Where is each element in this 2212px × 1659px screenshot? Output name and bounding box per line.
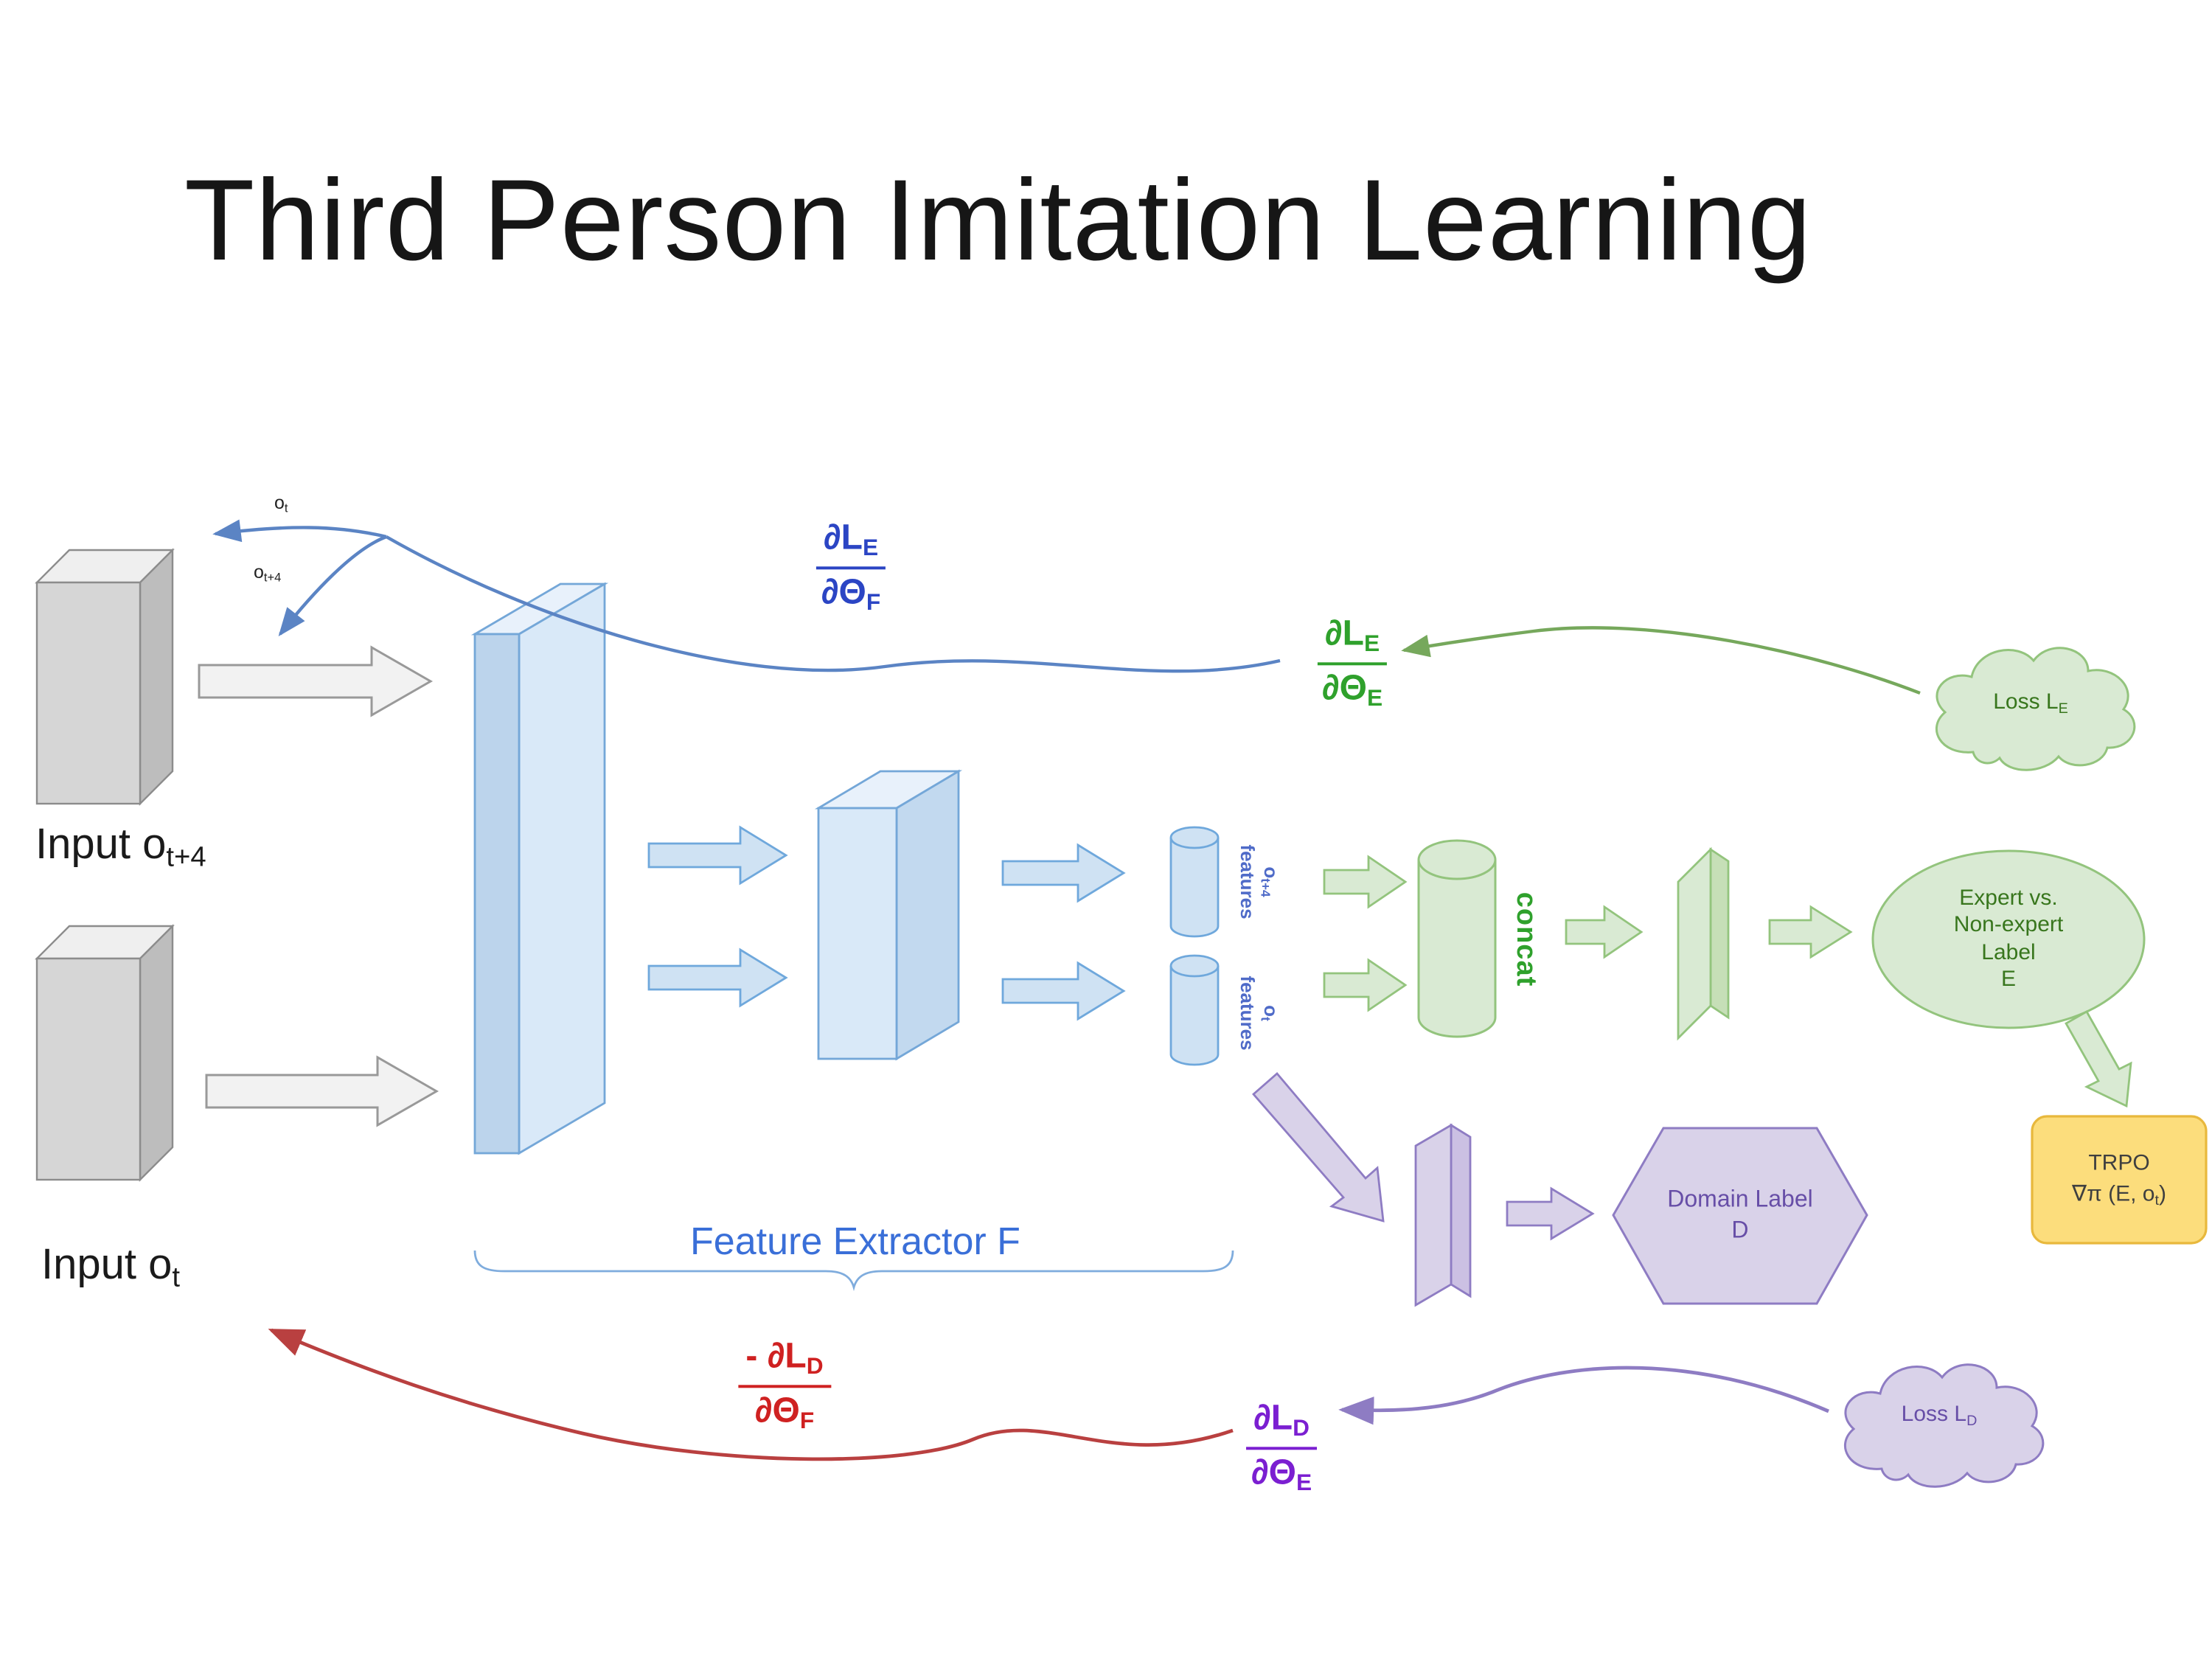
frac-red-num: - ∂LD	[738, 1337, 831, 1388]
features-bottom-label: ot features	[1235, 975, 1283, 1051]
frac-red-den: ∂ΘF	[754, 1391, 815, 1434]
purple-bent-arrow	[1252, 1072, 1385, 1222]
concat-cylinder	[1417, 839, 1497, 1038]
features-bottom-line1: ot	[1258, 1005, 1283, 1021]
callout-ot-sub: t	[284, 501, 288, 515]
green-diagonal-arrow	[2065, 1010, 2132, 1108]
frac-blue-num: ∂LE	[815, 518, 886, 569]
callout-ot4-text: o	[254, 562, 264, 582]
input-top-label-sub: t+4	[166, 842, 206, 874]
green-arrow-1	[1323, 855, 1408, 909]
frac-green-num: ∂LE	[1317, 614, 1388, 665]
loss-d-label: Loss LD	[1902, 1402, 1978, 1430]
feature-extractor-label: Feature Extractor F	[690, 1219, 1020, 1263]
purple-arrow-1	[1506, 1186, 1595, 1241]
domain-hexagon	[1612, 1127, 1868, 1305]
callout-ot: ot	[274, 493, 288, 515]
loss-e-text: Loss L	[1993, 689, 2059, 715]
frac-green-den: ∂ΘE	[1321, 668, 1383, 712]
domain-line2: D	[1731, 1218, 1749, 1243]
trpo-box	[2031, 1115, 2208, 1245]
gradient-dLE-dThetaF: ∂LE ∂ΘF	[815, 518, 886, 616]
green-arrow-2	[1323, 958, 1408, 1012]
loss-d-sub: D	[1966, 1413, 1978, 1430]
gray-arrow-top	[198, 645, 434, 717]
page-title: Third Person Imitation Learning	[184, 155, 1812, 285]
input-bottom-label-text: Input o	[41, 1242, 173, 1289]
features-cylinder-bottom	[1169, 954, 1220, 1066]
features-bottom-line2: features	[1236, 975, 1259, 1051]
features-cylinder-top	[1169, 826, 1220, 938]
feature-extractor-box-small	[814, 769, 963, 1061]
input-box-top	[35, 548, 175, 806]
frac-blue-den: ∂ΘF	[821, 572, 881, 616]
blue-gradient-branch-ot4	[278, 535, 387, 637]
expert-line1: Expert vs.	[1959, 885, 2058, 911]
loss-e-label: Loss LE	[1993, 689, 2068, 717]
callout-ot4-sub: t+4	[263, 571, 282, 585]
blue-arrow-1	[647, 825, 788, 886]
purple-gradient-curve	[1338, 1366, 1829, 1425]
green-arrow-4	[1768, 905, 1853, 959]
trpo-line1: TRPO	[2088, 1150, 2150, 1176]
input-bottom-label: Input ot	[41, 1242, 180, 1295]
concat-label: concat	[1510, 891, 1541, 987]
callout-ot-text: o	[274, 493, 285, 513]
purple-panel	[1414, 1123, 1472, 1307]
gradient-negdLD-dThetaF: - ∂LD ∂ΘF	[738, 1337, 831, 1434]
features-top-line2: features	[1236, 844, 1259, 919]
expert-line2: Non-expert	[1953, 912, 2064, 938]
blue-gradient-branch-ot	[212, 519, 387, 543]
loss-e-sub: E	[2058, 700, 2068, 717]
green-panel	[1677, 846, 1730, 1041]
green-gradient-curve	[1401, 626, 1921, 695]
frac-purple-num: ∂LD	[1246, 1399, 1317, 1450]
blue-arrow-3	[1001, 843, 1126, 903]
callout-ot4: ot+4	[254, 562, 281, 585]
features-top-line1: ot+4	[1258, 866, 1283, 897]
feature-extractor-brace	[473, 1250, 1234, 1292]
input-top-label-text: Input o	[35, 821, 167, 869]
blue-arrow-4	[1001, 961, 1126, 1021]
trpo-line2: ∇π (E, ot)	[2072, 1181, 2166, 1209]
feature-extractor-box-large	[470, 582, 609, 1155]
input-bottom-label-sub: t	[172, 1262, 181, 1294]
expert-line3: Label	[1981, 939, 2036, 964]
trpo-label: TRPO ∇π (E, ot)	[2072, 1147, 2166, 1211]
domain-line1: Domain Label	[1667, 1187, 1813, 1213]
input-top-label: Input ot+4	[35, 821, 206, 875]
expert-label-text: Expert vs. Non-expert Label E	[1954, 886, 2063, 993]
expert-label-ellipse	[1871, 849, 2146, 1029]
frac-purple-den: ∂ΘE	[1251, 1453, 1312, 1496]
input-box-bottom	[35, 924, 175, 1182]
gradient-dLE-dThetaE: ∂LE ∂ΘE	[1317, 614, 1388, 712]
domain-label: Domain Label D	[1667, 1186, 1812, 1247]
blue-gradient-curve	[385, 535, 1281, 673]
gray-arrow-bottom	[205, 1055, 439, 1127]
loss-e-cloud	[1935, 647, 2136, 771]
loss-d-cloud	[1844, 1363, 2045, 1488]
green-arrow-3	[1565, 905, 1644, 959]
gradient-dLD-dThetaE: ∂LD ∂ΘE	[1246, 1399, 1317, 1496]
loss-d-text: Loss L	[1901, 1402, 1967, 1427]
blue-arrow-2	[647, 947, 788, 1008]
features-top-label: ot+4 features	[1235, 844, 1283, 919]
expert-line4: E	[2000, 966, 2017, 992]
red-gradient-curve	[268, 1328, 1234, 1461]
